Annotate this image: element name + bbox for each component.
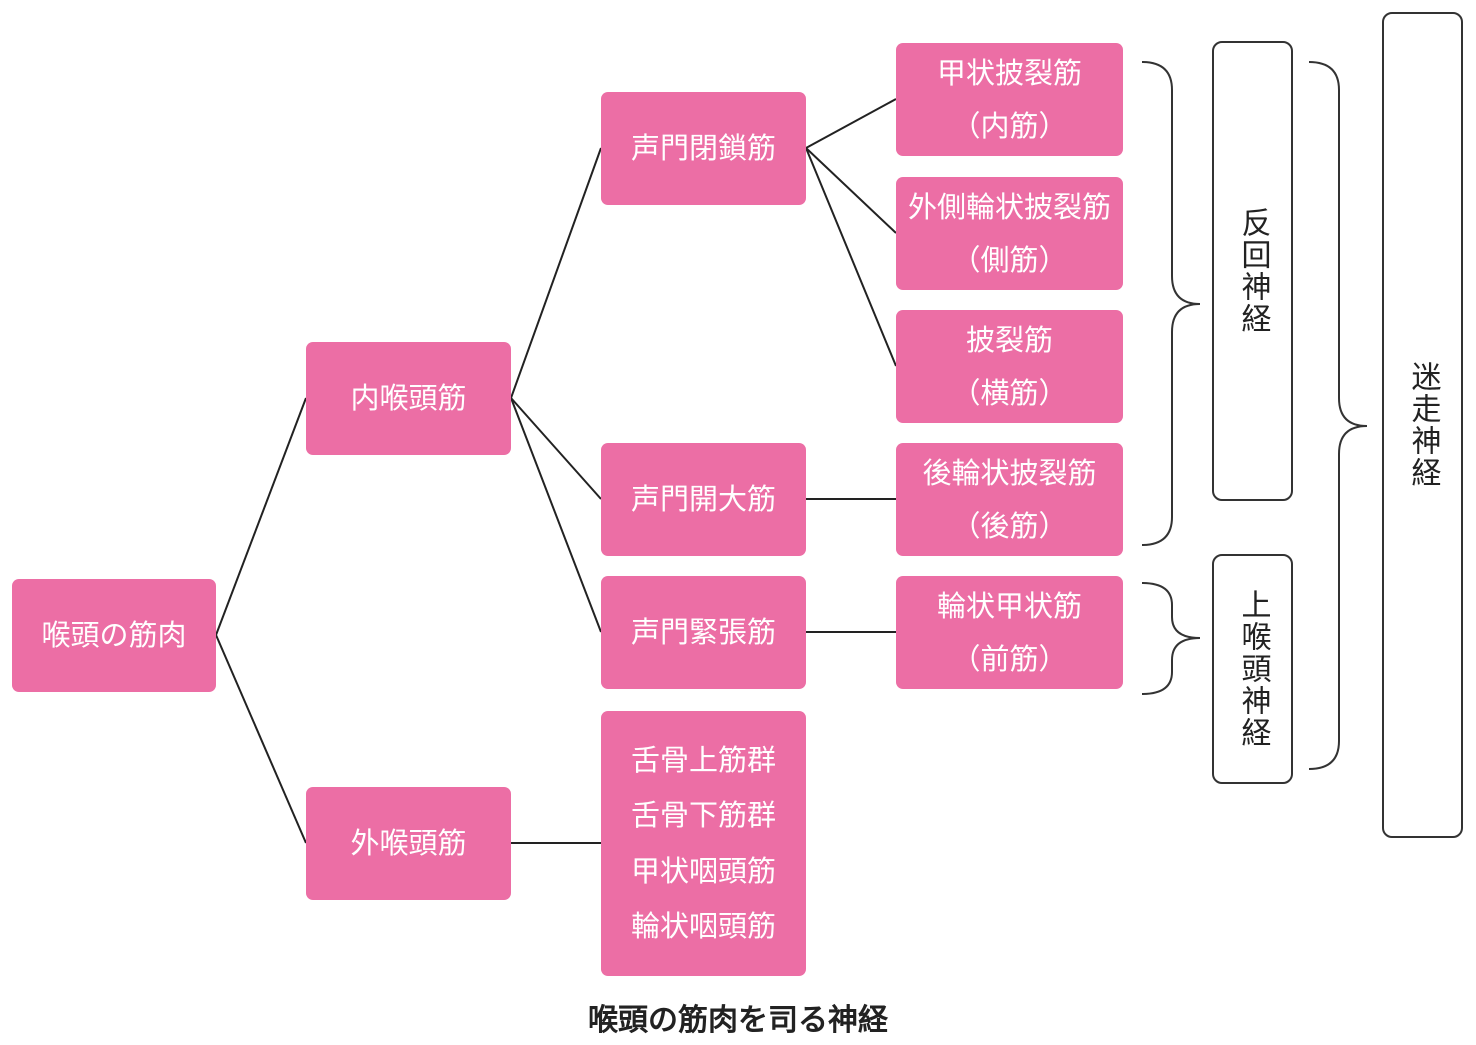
thyroarytenoid-name: 甲状披裂筋 — [936, 56, 1082, 91]
root-label: 喉頭の筋肉 — [41, 617, 187, 652]
outer-group-line: 舌骨上筋群 — [630, 743, 776, 778]
vagus-nerve-box: 迷走神経 — [1382, 12, 1463, 838]
line-root-outer — [215, 634, 307, 844]
brace-superior-laryngeal — [1141, 582, 1201, 695]
cricothyroid-name: 輪状甲状筋 — [936, 589, 1082, 624]
brace-vagus — [1308, 61, 1368, 770]
posterior-cricoarytenoid-box: 後輪状披裂筋 （後筋） — [896, 443, 1123, 556]
line-root-inner — [215, 397, 307, 636]
line-inner-closure — [510, 147, 602, 399]
lateral-cricoarytenoid-box: 外側輪状披裂筋 （側筋） — [896, 177, 1123, 290]
superior-laryngeal-nerve-label: 上喉頭神経 — [1235, 589, 1271, 749]
outer-group-line: 舌骨下筋群 — [630, 798, 776, 833]
arytenoid-box: 披裂筋 （横筋） — [896, 310, 1123, 423]
lateral-cricoarytenoid-alias: （側筋） — [951, 242, 1068, 277]
outer-group-box: 舌骨上筋群 舌骨下筋群 甲状咽頭筋 輪状咽頭筋 — [601, 711, 806, 976]
line-inner-opener — [510, 397, 602, 500]
glottic-opener-label: 声門開大筋 — [630, 481, 776, 516]
glottic-tension-label: 声門緊張筋 — [630, 614, 776, 649]
line-inner-tension — [510, 397, 602, 633]
outer-group-line: 輪状咽頭筋 — [630, 908, 776, 943]
posterior-cricoarytenoid-alias: （後筋） — [951, 508, 1068, 543]
thyroarytenoid-alias: （内筋） — [951, 108, 1068, 143]
line-closure-arytenoid — [805, 147, 897, 367]
vagus-nerve-label: 迷走神経 — [1405, 361, 1441, 489]
cricothyroid-box: 輪状甲状筋 （前筋） — [896, 576, 1123, 689]
inner-laryngeal-label: 内喉頭筋 — [350, 380, 467, 415]
inner-laryngeal-box: 内喉頭筋 — [306, 342, 511, 455]
root-box: 喉頭の筋肉 — [12, 579, 216, 692]
glottic-closure-box: 声門閉鎖筋 — [601, 92, 806, 205]
brace-recurrent — [1141, 61, 1201, 546]
recurrent-nerve-label: 反回神経 — [1235, 207, 1271, 335]
diagram-caption: 喉頭の筋肉を司る神経 — [588, 1003, 888, 1038]
arytenoid-alias: （横筋） — [951, 375, 1068, 410]
glottic-tension-box: 声門緊張筋 — [601, 576, 806, 689]
outer-laryngeal-box: 外喉頭筋 — [306, 787, 511, 900]
outer-group-line: 甲状咽頭筋 — [630, 853, 776, 888]
lateral-cricoarytenoid-name: 外側輪状披裂筋 — [907, 190, 1111, 225]
line-closure-lateral — [805, 147, 897, 234]
outer-laryngeal-label: 外喉頭筋 — [350, 825, 467, 860]
posterior-cricoarytenoid-name: 後輪状披裂筋 — [922, 456, 1097, 491]
recurrent-nerve-box: 反回神経 — [1212, 41, 1293, 501]
line-closure-thyroarytenoid — [805, 98, 897, 149]
glottic-opener-box: 声門開大筋 — [601, 443, 806, 556]
arytenoid-name: 披裂筋 — [965, 323, 1053, 358]
cricothyroid-alias: （前筋） — [951, 641, 1068, 676]
thyroarytenoid-box: 甲状披裂筋 （内筋） — [896, 43, 1123, 156]
glottic-closure-label: 声門閉鎖筋 — [630, 130, 776, 165]
superior-laryngeal-nerve-box: 上喉頭神経 — [1212, 554, 1293, 784]
